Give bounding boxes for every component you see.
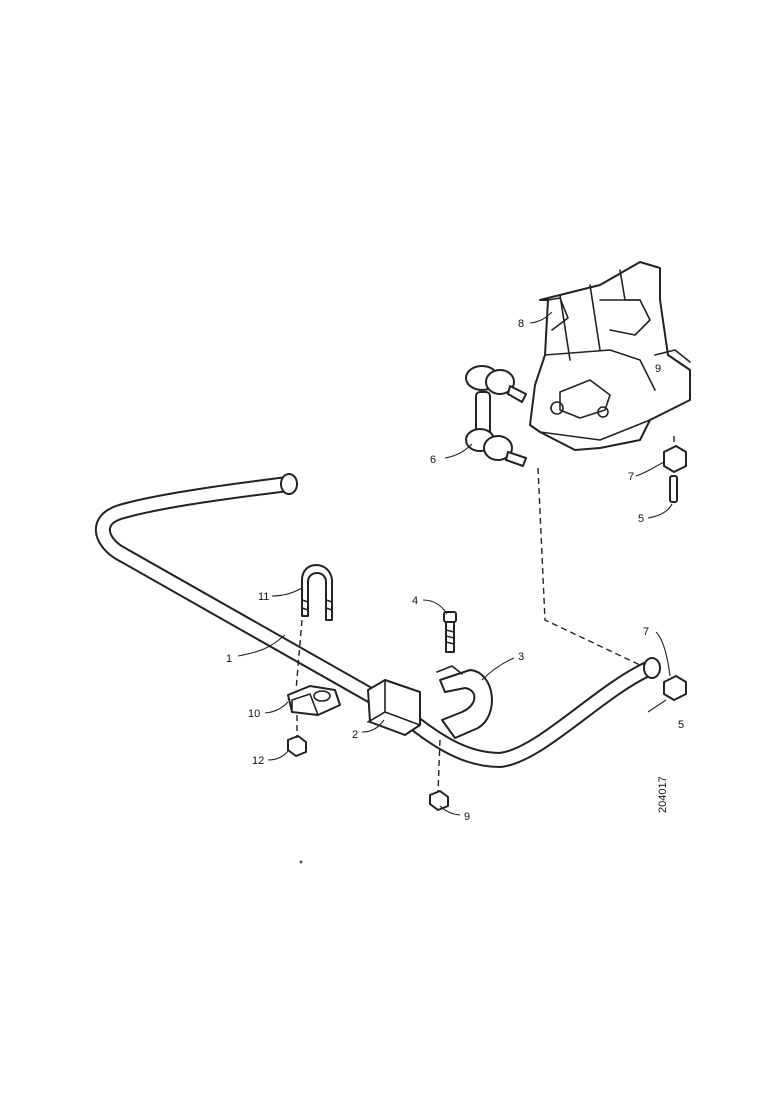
callout-7-lower: 7 [643,626,649,638]
nut-bolt-lower [647,675,687,713]
callout-7-upper: 7 [628,471,634,483]
figure-reference-number: 204017 [657,776,669,813]
callout-6: 6 [430,454,436,466]
callout-labels: 1 2 3 4 5 5 6 7 7 8 9 9 10 11 12 204017 [226,318,684,823]
bush-clamp-bracket [436,665,493,739]
callout-4: 4 [412,595,418,607]
bolt [443,611,457,653]
callout-5-upper: 5 [638,513,644,525]
nut-under-bush [429,739,449,811]
callout-12: 12 [252,755,264,767]
rubber-bush [367,679,421,736]
nut-bolt-upper [663,436,687,503]
callout-9-lower: 9 [464,811,470,823]
callout-10: 10 [248,708,260,720]
callout-leaders [237,311,673,816]
callout-9-upper: 9 [655,363,661,375]
u-bolt-clamp-assembly [287,564,341,757]
subframe-bracket [529,261,691,451]
assembly-line-link-to-bar [537,467,641,666]
callout-2: 2 [352,729,358,741]
callout-1: 1 [226,653,232,665]
callout-5-lower: 5 [678,719,684,731]
callout-11: 11 [258,591,269,603]
stray-mark [299,860,303,864]
link-rod-with-ball-joints [465,365,527,467]
callout-8: 8 [518,318,524,330]
callout-3: 3 [518,651,524,663]
